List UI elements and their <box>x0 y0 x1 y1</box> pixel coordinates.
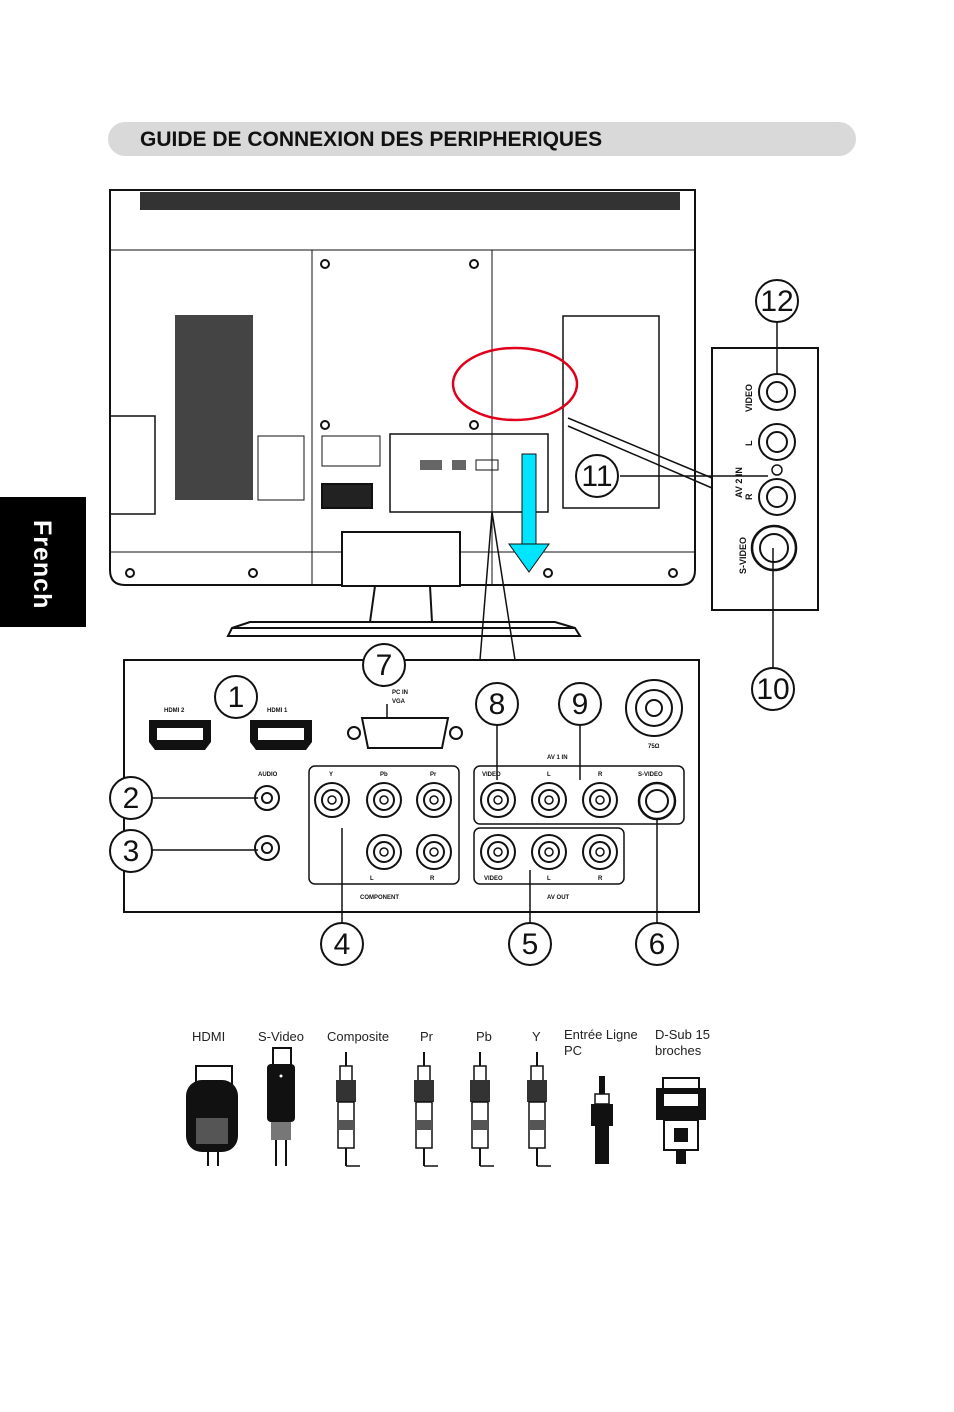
side-label-av2in: AV 2 IN <box>734 467 744 498</box>
label-audio: AUDIO <box>258 772 278 778</box>
tv-rear-illustration <box>109 189 696 637</box>
cable-label-composite: Composite <box>327 1029 390 1044</box>
callout-number: 8 <box>489 688 506 721</box>
rca-jack-icon <box>480 834 516 870</box>
rca-jack-icon <box>314 782 350 818</box>
label-avout-video: VIDEO <box>484 876 503 882</box>
callout-number: 12 <box>760 285 793 318</box>
hdmi-plug-icon <box>186 1065 238 1166</box>
callout-9: 9 <box>558 682 602 726</box>
rca-jack-icon <box>582 782 618 818</box>
label-svideo: S-VIDEO <box>638 772 663 778</box>
label-pr: Pr <box>430 772 437 778</box>
label-avout: AV OUT <box>547 895 570 901</box>
cable-label-pr: Pr <box>420 1029 433 1044</box>
side-label-svideo: S-VIDEO <box>738 537 748 574</box>
section-title-bar <box>108 122 856 156</box>
label-hdmi1: HDMI 1 <box>267 708 288 714</box>
page-title: GUIDE DE CONNEXION DES PERIPHERIQUES <box>140 128 603 151</box>
callout-7: 7 <box>362 643 406 687</box>
rca-jack-icon <box>366 782 402 818</box>
rca-jack-icon <box>366 834 402 870</box>
label-r: R <box>598 772 603 778</box>
callout-6: 6 <box>635 922 679 966</box>
rca-plug-icon <box>336 1052 360 1167</box>
callout-5: 5 <box>508 922 552 966</box>
cable-label-y: Y <box>532 1029 541 1044</box>
label-vga: VGA <box>392 699 406 705</box>
dsub-plug-icon <box>656 1077 706 1164</box>
callout-number: 11 <box>581 460 612 493</box>
callout-number: 3 <box>123 835 140 868</box>
label-l: L <box>547 772 551 778</box>
label-avout-l: L <box>547 876 551 882</box>
svideo-plug-icon <box>267 1047 295 1166</box>
callout-number: 1 <box>228 681 245 714</box>
label-pc-in: PC IN <box>392 690 408 696</box>
callout-number: 6 <box>649 928 666 961</box>
label-comp-l: L <box>370 876 374 882</box>
callout-number: 2 <box>123 782 140 815</box>
callout-number: 4 <box>334 928 351 961</box>
callout-4: 4 <box>320 922 364 966</box>
rca-plug-icon <box>527 1052 551 1167</box>
rca-plugs <box>336 1052 551 1167</box>
rca-plug-icon <box>470 1052 494 1167</box>
leader-lines <box>140 322 778 925</box>
callout-1: 1 <box>214 675 258 719</box>
side-av2-panel: VIDEO L AV 2 IN R S-VIDEO <box>711 347 819 611</box>
rca-jack-icon <box>416 782 452 818</box>
rca-jack-icon <box>531 834 567 870</box>
label-y: Y <box>329 772 333 778</box>
callout-2: 2 <box>109 776 153 820</box>
audio-jack-plug-icon <box>591 1076 613 1164</box>
callout-3: 3 <box>109 829 153 873</box>
callout-number: 10 <box>756 673 789 706</box>
cable-label-hdmi: HDMI <box>192 1029 226 1044</box>
rca-jack-icon <box>416 834 452 870</box>
callout-8: 8 <box>475 682 519 726</box>
highlight-circle <box>451 346 579 422</box>
callout-number: 9 <box>572 688 589 721</box>
cable-label-svideo: S-Video <box>258 1029 305 1044</box>
label-video: VIDEO <box>482 772 501 778</box>
language-tab-label: French <box>28 520 56 610</box>
rca-jack-icon <box>582 834 618 870</box>
cable-label-dsub: D-Sub 15 broches <box>655 1027 710 1058</box>
callout-10: 10 <box>751 667 795 711</box>
language-tab <box>0 497 86 627</box>
callout-number: 5 <box>522 928 539 961</box>
label-hdmi2: HDMI 2 <box>164 708 185 714</box>
side-label-l: L <box>744 440 754 446</box>
callout-11: 11 <box>575 454 619 498</box>
label-avout-r: R <box>598 876 603 882</box>
down-arrow-icon <box>508 453 550 573</box>
side-label-video: VIDEO <box>744 384 754 412</box>
callout-number: 7 <box>376 649 393 682</box>
label-comp-r: R <box>430 876 435 882</box>
cable-label-pb: Pb <box>476 1029 492 1044</box>
label-component: COMPONENT <box>360 895 399 901</box>
side-label-r: R <box>744 493 754 500</box>
cable-label-pc-line-in: Entrée Ligne PC <box>564 1027 638 1058</box>
label-ant: 75Ω <box>648 744 660 750</box>
callout-12: 12 <box>755 279 799 323</box>
rca-jack-icon <box>480 782 516 818</box>
rca-plug-icon <box>414 1052 438 1167</box>
rca-jacks <box>314 782 618 870</box>
label-pb: Pb <box>380 772 388 778</box>
label-av1in: AV 1 IN <box>547 755 568 761</box>
rca-jack-icon <box>531 782 567 818</box>
